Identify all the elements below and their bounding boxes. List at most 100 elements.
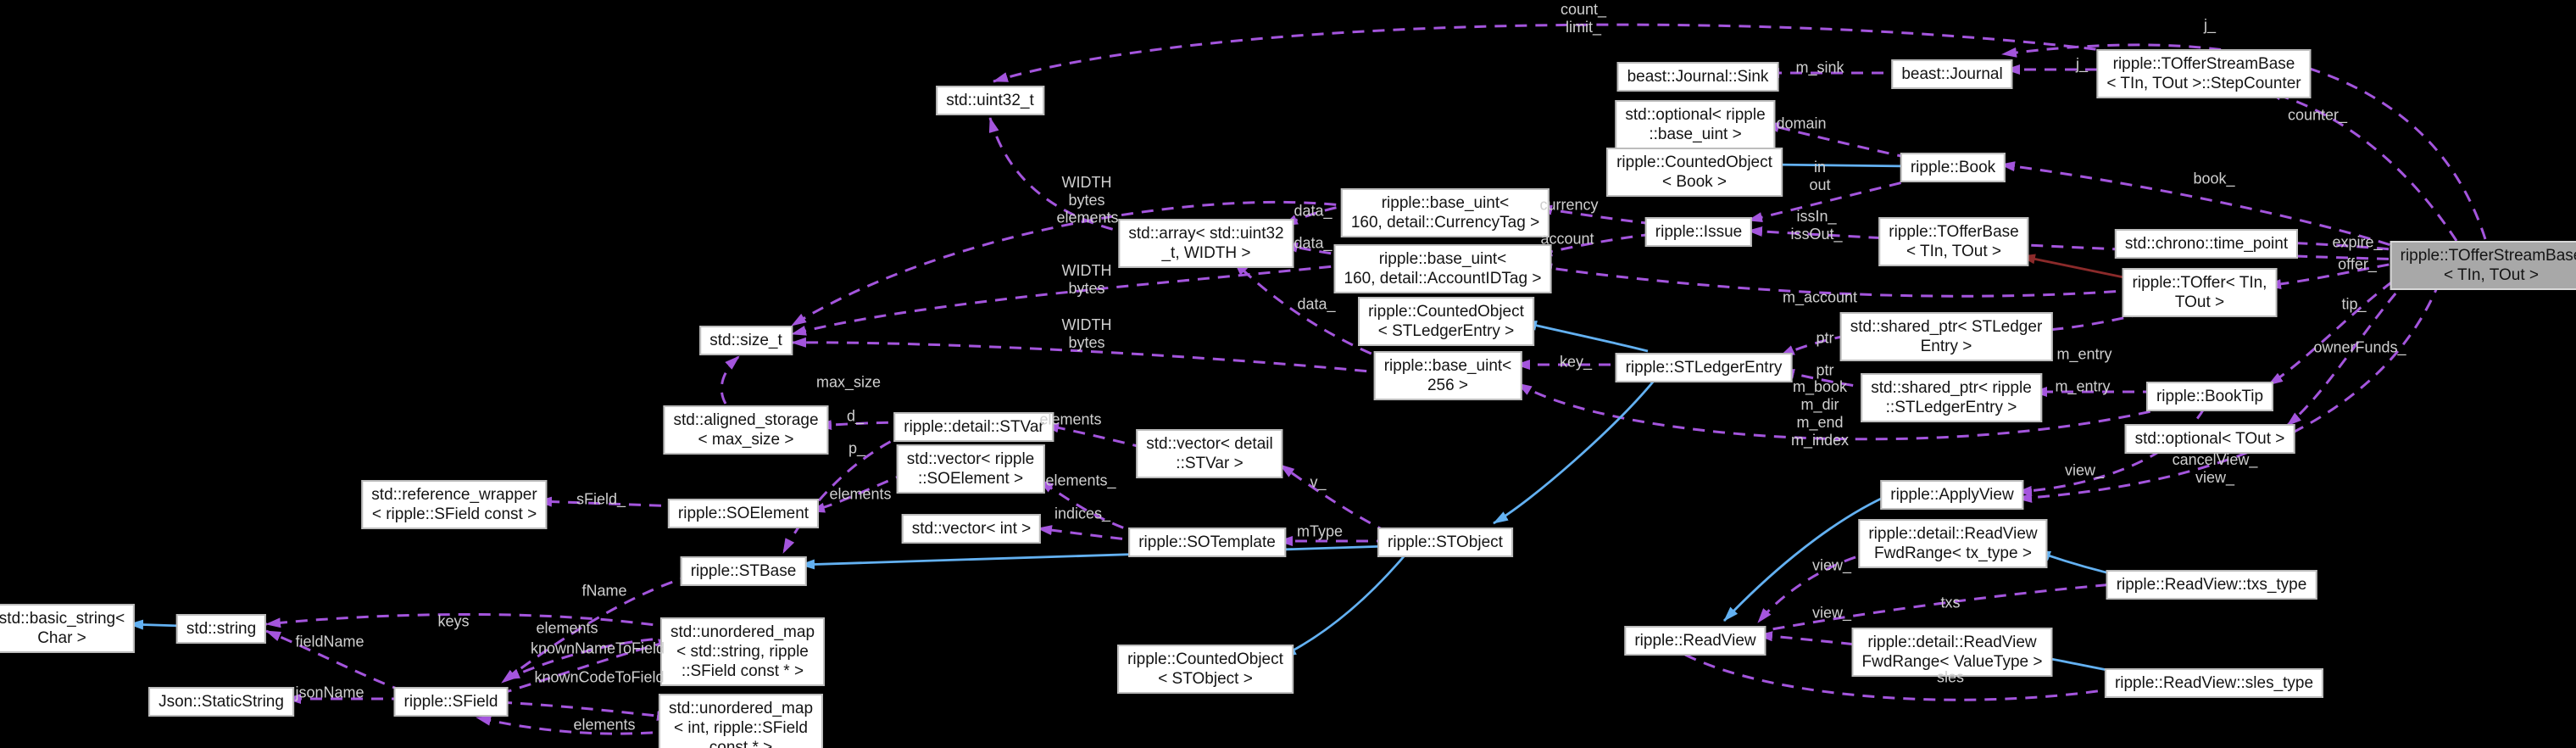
node-base-uint-160-accountidtag[interactable]: ripple::base_uint< 160, detail::AccountI… <box>1333 244 1552 293</box>
node-shared-ptr-ripple-stledgerentry[interactable]: std::shared_ptr< ripple ::STLedgerEntry … <box>1861 373 2042 422</box>
edge-stobject-to-vector-stvar-v <box>1279 463 1389 534</box>
edge-label-j-step: j_ <box>2075 55 2089 73</box>
edge-string-inherits-basic-string <box>128 619 182 630</box>
node-beast-journal-sink[interactable]: beast::Journal::Sink <box>1616 62 1779 92</box>
node-std-reference-wrapper-sfield[interactable]: std::reference_wrapper < ripple::SField … <box>361 480 548 529</box>
node-countedobject-book[interactable]: ripple::CountedObject < Book > <box>1606 148 1783 197</box>
edge-main-to-booktip-tip <box>2267 268 2410 387</box>
edge-label-offer: offer_ <box>2338 255 2377 273</box>
node-ripple-soelement[interactable]: ripple::SOElement <box>667 499 820 528</box>
node-readview-txs-type[interactable]: ripple::ReadView::txs_type <box>2106 570 2317 600</box>
edge-booktip-to-base-uint-256-m-book <box>1516 382 2171 441</box>
node-std-vector-detail-stvar[interactable]: std::vector< detail ::STVar > <box>1136 429 1283 478</box>
edge-label-elements-stvar: elements <box>1039 410 1102 428</box>
edge-label-j-arc: j_ <box>2203 16 2217 34</box>
edge-label-sfield: sField_ <box>576 490 626 508</box>
node-ripple-detail-stvar[interactable]: ripple::detail::STVar <box>893 412 1054 442</box>
edge-label-tip: tip_ <box>2341 295 2367 313</box>
node-ripple-booktip[interactable]: ripple::BookTip <box>2145 382 2274 411</box>
edge-label-keys: keys <box>437 612 470 630</box>
edge-label-max-size: max_size <box>815 373 882 391</box>
edge-aligned-storage-to-size-t-max-size <box>720 354 741 405</box>
node-tofferstreambase-stepcounter[interactable]: ripple::TOfferStreamBase < TIn, TOut >::… <box>2096 49 2312 98</box>
node-ripple-readview[interactable]: ripple::ReadView <box>1624 626 1766 656</box>
node-tofferstreambase-main: ripple::TOfferStreamBase < TIn, TOut > <box>2390 241 2576 290</box>
edge-label-m-book-dir-end-index: m_book m_dir m_end m_index <box>1790 378 1850 449</box>
node-ripple-sfield[interactable]: ripple::SField <box>393 687 509 717</box>
edge-base-uint-256-to-array-data <box>1232 260 1391 363</box>
node-unordered-map-string-sfield[interactable]: std::unordered_map < std::string, ripple… <box>659 617 826 686</box>
node-std-vector-ripple-soelement[interactable]: std::vector< ripple ::SOElement > <box>896 444 1045 494</box>
edge-label-width-bytes-3: WIDTH bytes <box>1061 316 1112 351</box>
edge-label-d: d_ <box>846 407 865 425</box>
edge-map-string-to-sfield-elements <box>504 636 674 681</box>
node-ripple-stobject[interactable]: ripple::STObject <box>1377 528 1513 557</box>
node-readview-sles-type[interactable]: ripple::ReadView::sles_type <box>2104 668 2324 698</box>
node-ripple-sotemplate[interactable]: ripple::SOTemplate <box>1128 528 1286 557</box>
edge-readview-to-sles-type-sles <box>1684 653 2125 701</box>
node-ripple-toffer[interactable]: ripple::TOffer< TIn, TOut > <box>2122 268 2278 317</box>
edge-label-sles: sles <box>1936 668 1965 686</box>
edge-book-to-issue-in-out <box>1747 176 1922 222</box>
edge-stobject-inherits-stbase <box>799 544 1389 570</box>
node-ripple-applyview[interactable]: ripple::ApplyView <box>1880 480 2024 510</box>
node-ripple-book[interactable]: ripple::Book <box>1900 153 2006 182</box>
edge-label-m-entry-toffer: m_entry <box>2056 345 2112 363</box>
node-std-uint32-t[interactable]: std::uint32_t <box>936 86 1044 115</box>
edge-applyview-inherits-readview <box>1722 492 1893 622</box>
edge-label-txs: txs <box>1940 594 1961 611</box>
edge-label-m-entry-booktip: m_entry <box>2055 377 2111 395</box>
edge-stepcounter-to-uint32-count-limit <box>993 23 2137 83</box>
edge-label-ptr-2: ptr <box>1816 361 1834 379</box>
edge-label-domain: domain <box>1776 114 1827 132</box>
node-std-chrono-time-point[interactable]: std::chrono::time_point <box>2114 229 2299 259</box>
edge-book-inherits-countedobject-book <box>1767 159 1910 170</box>
edge-label-width-bytes-1: WIDTH bytes <box>1061 174 1112 209</box>
edge-label-m-account: m_account <box>1782 288 1858 306</box>
node-std-string[interactable]: std::string <box>175 614 267 644</box>
edge-map-int-to-sfield-elements <box>476 715 674 735</box>
node-std-optional-base-uint[interactable]: std::optional< ripple ::base_uint > <box>1615 100 1776 149</box>
node-countedobject-stledgerentry[interactable]: ripple::CountedObject < STLedgerEntry > <box>1358 297 1534 346</box>
edge-label-currency: currency <box>1539 196 1599 214</box>
edge-label-elements-array: elements <box>1056 209 1119 226</box>
node-ripple-stbase[interactable]: ripple::STBase <box>680 556 807 586</box>
node-ripple-issue[interactable]: ripple::Issue <box>1644 217 1753 247</box>
node-beast-journal[interactable]: beast::Journal <box>1891 59 2013 89</box>
edge-label-issin-issout: issIn_ issOut_ <box>1790 208 1843 243</box>
node-shared-ptr-stledgerentry[interactable]: std::shared_ptr< STLedger Entry > <box>1839 312 2053 361</box>
edge-sfield-to-string-fieldname <box>265 629 404 693</box>
edge-label-ownerfunds: ownerFunds_ <box>2313 338 2406 356</box>
edge-map-string-to-string-keys <box>265 613 674 629</box>
edge-toffer-inherits-tofferbase-private <box>2020 254 2137 282</box>
node-std-aligned-storage[interactable]: std::aligned_storage < max_size > <box>663 405 829 455</box>
node-base-uint-160-currencytag[interactable]: ripple::base_uint< 160, detail::Currency… <box>1340 188 1550 237</box>
node-std-basic-string-char[interactable]: std::basic_string< Char > <box>0 604 136 653</box>
node-std-vector-int[interactable]: std::vector< int > <box>901 514 1042 544</box>
node-ripple-stledgerentry[interactable]: ripple::STLedgerEntry <box>1615 353 1793 382</box>
node-json-staticstring[interactable]: Json::StaticString <box>148 687 294 717</box>
edge-stledgerentry-inherits-countedobject <box>1522 320 1649 353</box>
node-std-optional-tout[interactable]: std::optional< TOut > <box>2124 424 2295 454</box>
edge-label-count-limit: count_ limit_ <box>1560 1 1607 36</box>
edge-label-counter: counter_ <box>2287 106 2348 124</box>
edge-stvar-to-stbase-p <box>782 431 910 554</box>
node-ripple-tofferbase[interactable]: ripple::TOfferBase < TIn, TOut > <box>1878 217 2029 266</box>
edge-sotemplate-to-vector-soelement-elements <box>1038 478 1143 536</box>
node-std-size-t[interactable]: std::size_t <box>699 326 793 355</box>
edge-label-elements-map2: elements <box>573 716 636 734</box>
edge-main-to-time-point-expire <box>2283 237 2410 253</box>
edge-main-to-toffer-offer <box>2266 260 2410 289</box>
edge-label-data-2: data_ <box>1294 234 1333 252</box>
edge-label-data-3: data_ <box>1297 295 1336 313</box>
node-base-uint-256[interactable]: ripple::base_uint< 256 > <box>1373 351 1522 400</box>
edge-label-key: key_ <box>1559 353 1593 371</box>
edge-book-to-optional-domain <box>1764 122 1910 159</box>
node-unordered-map-int-sfield[interactable]: std::unordered_map < int, ripple::SField… <box>658 694 824 748</box>
node-countedobject-stobject[interactable]: ripple::CountedObject < STObject > <box>1117 645 1294 694</box>
edge-soelement-to-reference-wrapper-sfield <box>537 496 682 508</box>
node-std-array-uint32-width[interactable]: std::array< std::uint32 _t, WIDTH > <box>1118 219 1294 268</box>
node-readview-fwdrange-tx-type[interactable]: ripple::detail::ReadView FwdRange< tx_ty… <box>1858 519 2048 568</box>
edge-base-uint-256-to-size-t-width-bytes <box>791 337 1388 375</box>
